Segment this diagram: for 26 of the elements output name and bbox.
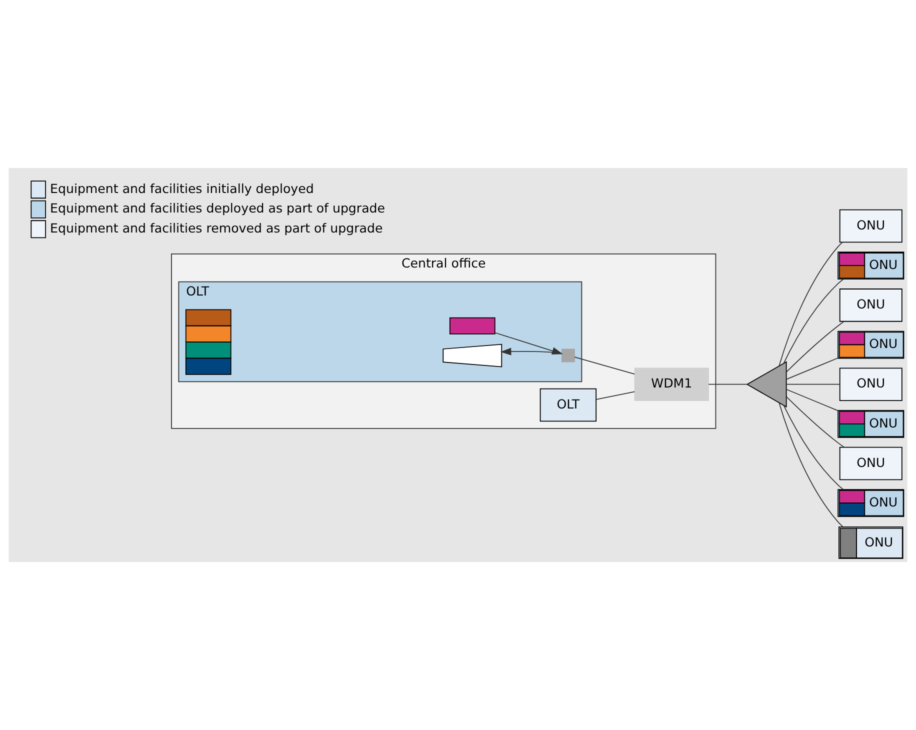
- node-box: [561, 348, 575, 362]
- node-triangle: [746, 361, 787, 408]
- node-box: ONU: [839, 288, 902, 322]
- cluster: OLT: [178, 281, 582, 382]
- connector: [778, 402, 844, 528]
- connector: [783, 404, 844, 490]
- node-trapezoid: [442, 344, 502, 368]
- connector: [786, 358, 838, 380]
- connector: [786, 389, 838, 412]
- legend-label: Equipment and facilities deployed as part of upgrade: [50, 200, 386, 216]
- node-box: OLT: [540, 388, 597, 422]
- node-box: ONU: [839, 446, 902, 480]
- connector: [596, 391, 636, 400]
- node-box: ONU: [839, 368, 902, 401]
- connector: [574, 356, 635, 375]
- connector: [786, 384, 840, 385]
- node-box: WDM1: [634, 368, 709, 401]
- connector: [778, 242, 843, 366]
- legend-label: Equipment and facilities removed as part of upgrade: [50, 220, 383, 236]
- node-box: ONU: [839, 209, 902, 243]
- connector: [708, 384, 748, 385]
- connector: [786, 321, 844, 372]
- connector: [783, 278, 844, 364]
- connector: [786, 396, 844, 448]
- node-box: [449, 317, 496, 334]
- legend-label: Equipment and facilities initially deployed: [50, 180, 314, 196]
